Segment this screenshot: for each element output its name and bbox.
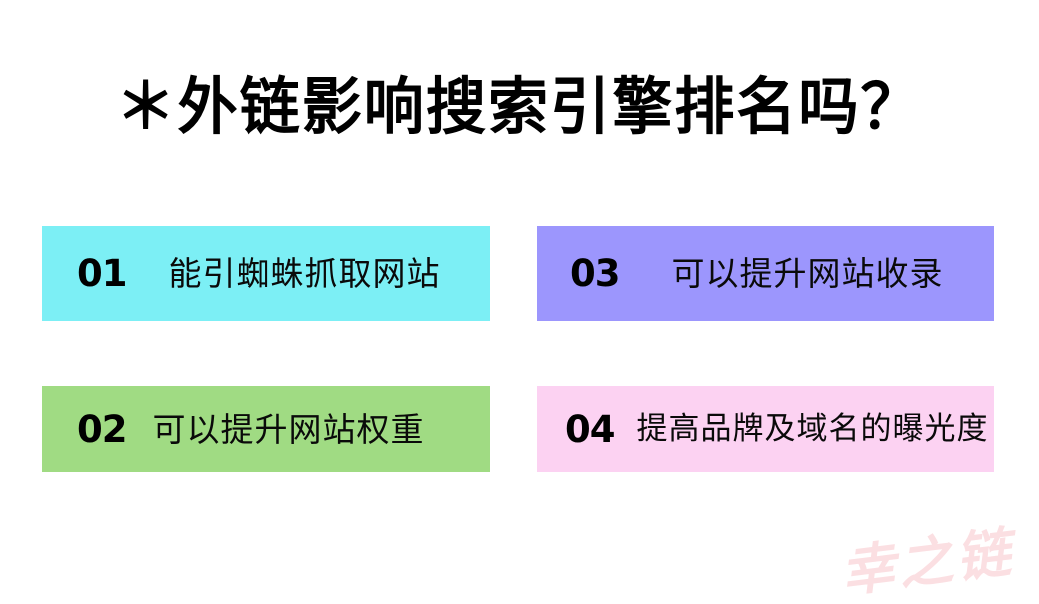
page-title: ＊外链影响搜索引擎排名吗？	[0, 62, 1039, 152]
card-number-02: 02	[77, 407, 127, 451]
list-item-04[interactable]: 04 提高品牌及域名的曝光度	[537, 386, 994, 472]
infographic-poster: ＊外链影响搜索引擎排名吗？ 01 能引蜘蛛抓取网站 03 可以提升网站收录 02…	[0, 62, 1039, 604]
page-title-text: ＊外链影响搜索引擎排名吗？	[115, 70, 924, 143]
list-item-02[interactable]: 02 可以提升网站权重	[42, 386, 490, 472]
card-content-04: 04 提高品牌及域名的曝光度	[537, 386, 994, 472]
card-label-04: 提高品牌及域名的曝光度	[636, 410, 989, 447]
card-number-03: 03	[570, 252, 620, 295]
card-label-01: 能引蜘蛛抓取网站	[168, 254, 441, 293]
card-label-02: 可以提升网站权重	[152, 409, 425, 449]
list-item-01[interactable]: 01 能引蜘蛛抓取网站	[42, 226, 490, 321]
card-number-04: 04	[565, 407, 615, 451]
card-content-02: 02 可以提升网站权重	[42, 386, 490, 472]
list-item-03[interactable]: 03 可以提升网站收录	[537, 226, 994, 321]
brand-watermark: 幸之链	[837, 519, 1018, 604]
card-content-01: 01 能引蜘蛛抓取网站	[42, 226, 490, 321]
card-label-03: 可以提升网站收录	[671, 254, 944, 293]
card-number-01: 01	[77, 252, 127, 295]
card-content-03: 03 可以提升网站收录	[537, 226, 994, 321]
